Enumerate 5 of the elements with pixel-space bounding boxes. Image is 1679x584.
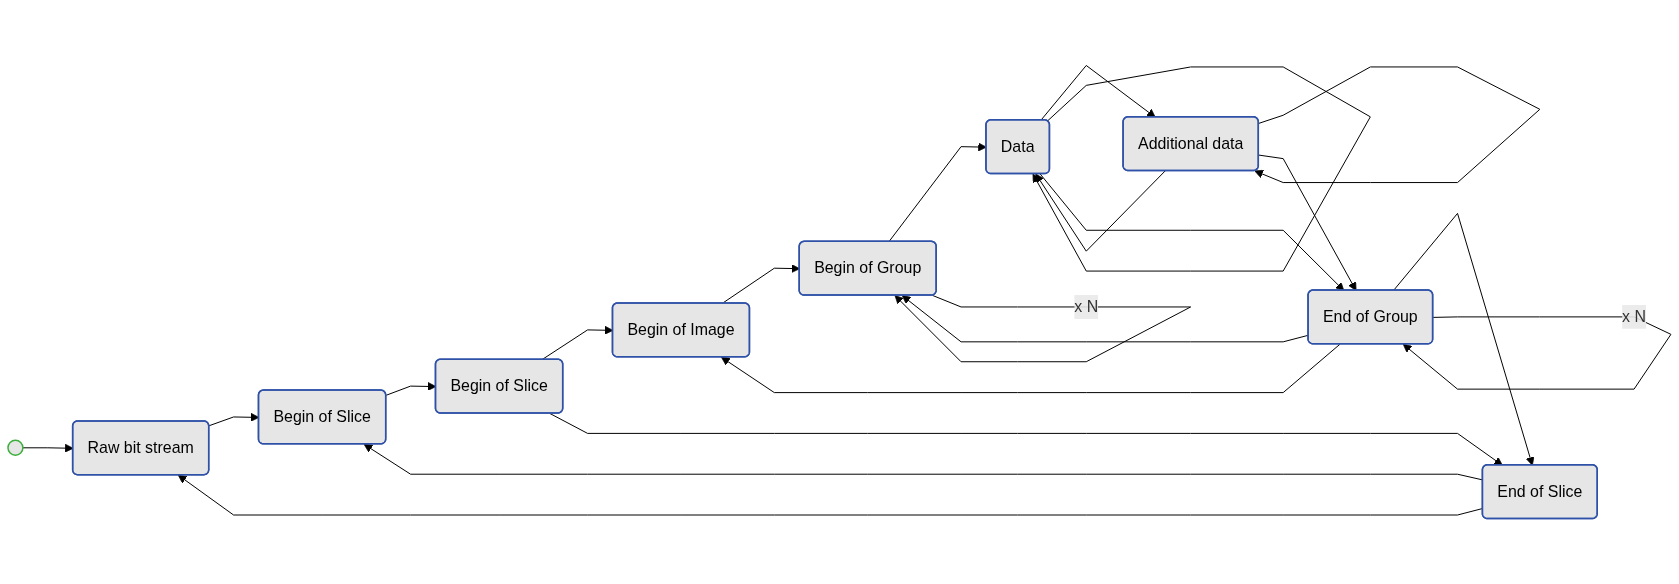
edge-label: x N xyxy=(1074,298,1099,315)
arrow xyxy=(1402,316,1672,390)
node-circle xyxy=(7,439,24,456)
arrow xyxy=(1392,212,1535,466)
edge-label: x N xyxy=(1622,307,1647,325)
